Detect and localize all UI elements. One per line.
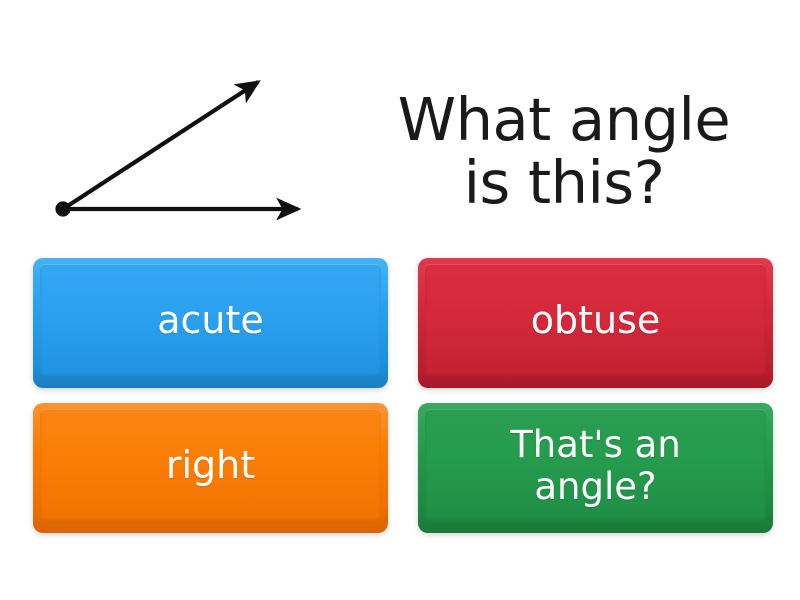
answer-option-right-label: right bbox=[165, 443, 256, 488]
answer-option-acute-label: acute bbox=[157, 298, 264, 343]
answer-option-obtuse[interactable]: obtuse bbox=[418, 258, 773, 388]
answer-option-right-face: right bbox=[40, 409, 381, 522]
answer-option-obtuse-label: obtuse bbox=[530, 298, 661, 343]
page-title: What angle is this? bbox=[336, 84, 792, 218]
answer-option-thats-an-angle[interactable]: That's an angle? bbox=[418, 403, 773, 533]
question-prompt-area: What angle is this? bbox=[0, 0, 800, 248]
answer-option-right[interactable]: right bbox=[33, 403, 388, 533]
answer-option-thats-an-angle-label: That's an angle? bbox=[510, 422, 681, 508]
answer-option-acute-face: acute bbox=[40, 264, 381, 377]
answer-option-obtuse-face: obtuse bbox=[425, 264, 766, 377]
question-title-line-1: What angle bbox=[397, 84, 731, 154]
answer-option-acute[interactable]: acute bbox=[33, 258, 388, 388]
answer-options-grid: acute obtuse right That's an angle? bbox=[33, 258, 773, 533]
question-title-line-2: is this? bbox=[463, 148, 665, 218]
angle-vertex-point bbox=[55, 201, 71, 217]
ray-diagonal bbox=[61, 80, 261, 211]
acute-angle-diagram bbox=[20, 46, 330, 236]
answer-option-thats-an-angle-face: That's an angle? bbox=[425, 409, 766, 522]
angle-figure-svg bbox=[55, 80, 302, 221]
